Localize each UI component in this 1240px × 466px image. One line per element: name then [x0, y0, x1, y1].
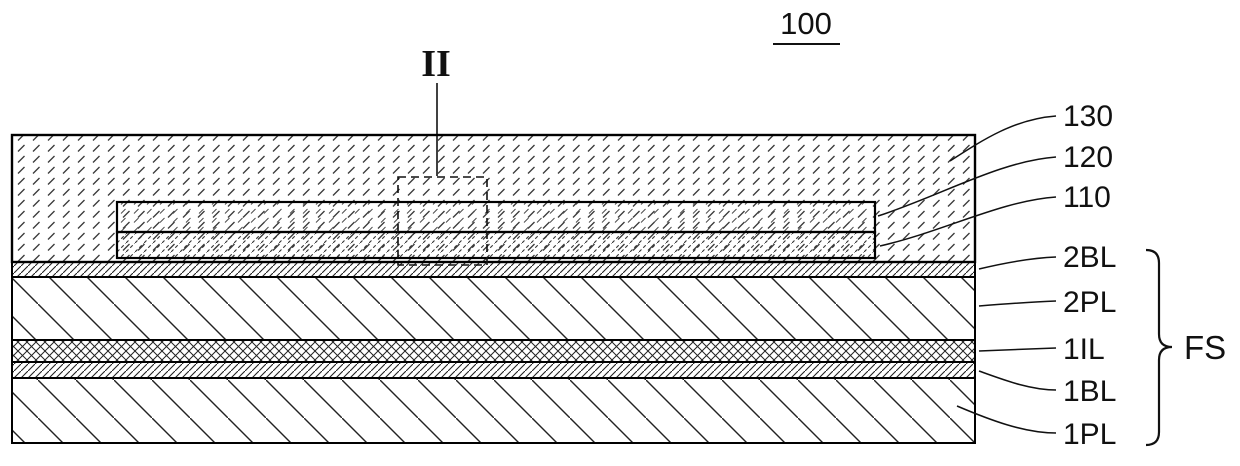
- label-120: 120: [1063, 141, 1113, 174]
- leader-line-2pl: [978, 300, 1057, 307]
- leader-line-1bl: [978, 370, 1057, 391]
- layer-2bl: [11, 261, 976, 278]
- leader-line-2bl: [978, 256, 1057, 270]
- figure-number: 100: [780, 6, 832, 41]
- label-1pl: 1PL: [1063, 418, 1116, 451]
- layer-120: [115, 200, 877, 234]
- leader-line-120: [877, 156, 1057, 217]
- label-1il: 1IL: [1063, 333, 1105, 366]
- label-130: 130: [1063, 100, 1113, 133]
- leader-line-110: [879, 196, 1057, 247]
- section-marker: II: [421, 43, 451, 85]
- label-2bl: 2BL: [1063, 241, 1116, 274]
- leader-line-1pl: [956, 405, 1057, 434]
- label-fs: FS: [1184, 329, 1226, 366]
- label-1bl: 1BL: [1063, 375, 1116, 408]
- layer-2pl: [11, 276, 976, 341]
- layer-1bl: [11, 361, 976, 379]
- layer-1pl: [11, 377, 976, 444]
- label-2pl: 2PL: [1063, 286, 1116, 319]
- leader-line-130: [949, 115, 1057, 162]
- fs-group-brace: [1145, 248, 1173, 447]
- layer-1il: [11, 339, 976, 363]
- label-110: 110: [1063, 181, 1111, 214]
- detail-region-box: [397, 176, 488, 266]
- leader-line-1il: [978, 347, 1057, 352]
- layer-110: [115, 230, 877, 260]
